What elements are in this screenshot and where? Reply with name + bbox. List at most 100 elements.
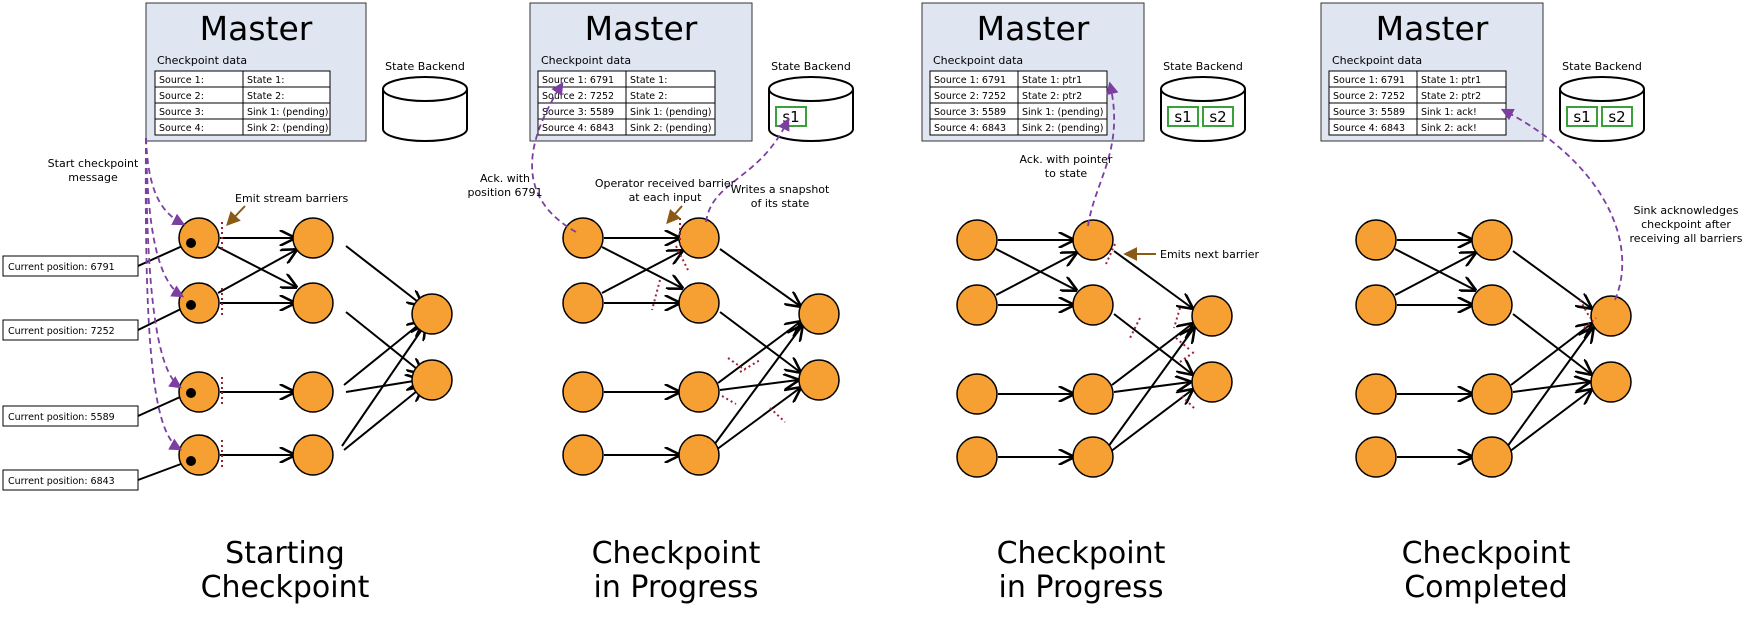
dataflow-edges [217, 238, 425, 455]
master-title: Master [977, 9, 1090, 48]
annotation: message [68, 171, 118, 184]
master-title: Master [200, 9, 313, 48]
position-boxes: Current position: 6791 Current position:… [2, 255, 139, 491]
annotation: of its state [751, 197, 810, 210]
annotation: receiving all barriers [1630, 232, 1743, 245]
table-cell: Sink 2: (pending) [247, 123, 329, 134]
table-cell: State 1: [247, 75, 284, 86]
checkpoint-data-label: Checkpoint data [157, 54, 247, 67]
table-cell: Source 1: 6791 [934, 75, 1006, 86]
annotation: at each input [629, 191, 703, 204]
annotation: to state [1045, 167, 1088, 180]
checkpoint-data-label: Checkpoint data [933, 54, 1023, 67]
nodes [956, 219, 1233, 478]
nodes [1355, 219, 1632, 478]
table-cell: State 2: ptr2 [1421, 91, 1481, 102]
caption: Checkpoint [592, 536, 761, 571]
snapshot-item [1167, 106, 1199, 127]
checkpoint-messages [144, 137, 186, 451]
snapshot-item [1202, 106, 1234, 127]
barriers [1105, 243, 1197, 411]
table-cell: State 1: ptr1 [1022, 75, 1082, 86]
dataflow-edges [1394, 240, 1593, 457]
barriers [1579, 299, 1597, 329]
table-cell: State 2: [247, 91, 284, 102]
state-backend-cylinder: s1 s2 [1559, 76, 1645, 142]
state-backend-label: State Backend [385, 60, 465, 73]
table-cell: Source 2: [159, 91, 204, 102]
caption: in Progress [594, 570, 759, 605]
checkpoint-table: Source 1: 6791 State 1: ptr1 Source 2: 7… [929, 70, 1108, 136]
position-label: Current position: 5589 [8, 412, 115, 423]
table-cell: Source 2: 7252 [1333, 91, 1405, 102]
annotation: Emits next barrier [1160, 248, 1260, 261]
checkpoint-data-label: Checkpoint data [541, 54, 631, 67]
table-cell: Source 3: 5589 [934, 107, 1006, 118]
position-label: Current position: 7252 [8, 326, 115, 337]
position-label: Current position: 6791 [8, 262, 115, 273]
annotation: Start checkpoint [48, 157, 139, 170]
table-cell: Sink 1: (pending) [247, 107, 329, 118]
master-title: Master [585, 9, 698, 48]
table-cell: Sink 2: ack! [1421, 123, 1477, 134]
annotation: Writes a snapshot [731, 183, 830, 196]
panel-3: Master Checkpoint data Source 1: 6791 St… [921, 2, 1260, 605]
caption: in Progress [999, 570, 1164, 605]
table-cell: State 2: [630, 91, 667, 102]
table-cell: Source 3: [159, 107, 204, 118]
state-backend-cylinder: s1 s2 [1160, 76, 1246, 142]
table-cell: Source 1: 6791 [1333, 75, 1405, 86]
table-cell: Source 4: [159, 123, 204, 134]
snapshot-item [1601, 106, 1633, 127]
table-cell: Source 1: 6791 [542, 75, 614, 86]
nodes [562, 217, 840, 476]
master-box: Master Checkpoint data Source 1: 6791 St… [529, 2, 753, 142]
checkpoint-data-label: Checkpoint data [1332, 54, 1422, 67]
caption: Checkpoint [997, 536, 1166, 571]
table-cell: Source 1: [159, 75, 204, 86]
ack-messages [531, 81, 790, 233]
panel-1: Master Checkpoint data Source 1: State 1… [2, 2, 468, 605]
table-cell: Sink 2: (pending) [630, 123, 712, 134]
dataflow-edges [995, 240, 1194, 457]
table-cell: Source 4: 6843 [1333, 123, 1405, 134]
snapshot-label: s1 [1174, 108, 1191, 126]
master-box: Master Checkpoint data Source 1: 6791 St… [921, 2, 1145, 142]
table-cell: Sink 1: (pending) [630, 107, 712, 118]
table-cell: Source 3: 5589 [542, 107, 614, 118]
ack-messages [1087, 81, 1119, 227]
snapshot-label: s1 [1573, 108, 1590, 126]
source-position-dots [186, 238, 196, 466]
table-cell: Source 2: 7252 [542, 91, 614, 102]
annotation: Sink acknowledges [1633, 204, 1738, 217]
table-cell: Sink 1: ack! [1421, 107, 1477, 118]
annotation: Emit stream barriers [235, 192, 348, 205]
master-title: Master [1376, 9, 1489, 48]
table-cell: State 1: [630, 75, 667, 86]
snapshot-item [1566, 106, 1598, 127]
panel-2: Master Checkpoint data Source 1: 6791 St… [467, 2, 854, 605]
table-cell: State 2: ptr2 [1022, 91, 1082, 102]
checkpoint-table: Source 1: State 1: Source 2: State 2: So… [154, 70, 331, 136]
caption: Checkpoint [201, 570, 370, 605]
dataflow-edges [601, 238, 802, 455]
table-cell: State 1: ptr1 [1421, 75, 1481, 86]
caption: Completed [1404, 570, 1568, 605]
checkpoint-table: Source 1: 6791 State 1: ptr1 Source 2: 7… [1328, 70, 1507, 136]
caption: Starting [225, 536, 345, 571]
annotation: Ack. with pointer [1020, 153, 1113, 166]
snapshot-label: s1 [782, 108, 799, 126]
table-cell: Sink 2: (pending) [1022, 123, 1104, 134]
table-cell: Sink 1: (pending) [1022, 107, 1104, 118]
annotation: position 6791 [467, 186, 542, 199]
state-backend-cylinder [382, 76, 468, 142]
master-box: Master Checkpoint data Source 1: State 1… [145, 2, 367, 142]
table-cell: Source 2: 7252 [934, 91, 1006, 102]
table-cell: Source 3: 5589 [1333, 107, 1405, 118]
state-backend-label: State Backend [1163, 60, 1243, 73]
table-cell: Source 4: 6843 [542, 123, 614, 134]
ack-messages [1500, 108, 1624, 301]
caption: Checkpoint [1402, 536, 1571, 571]
panel-4: Master Checkpoint data Source 1: 6791 St… [1320, 2, 1743, 605]
